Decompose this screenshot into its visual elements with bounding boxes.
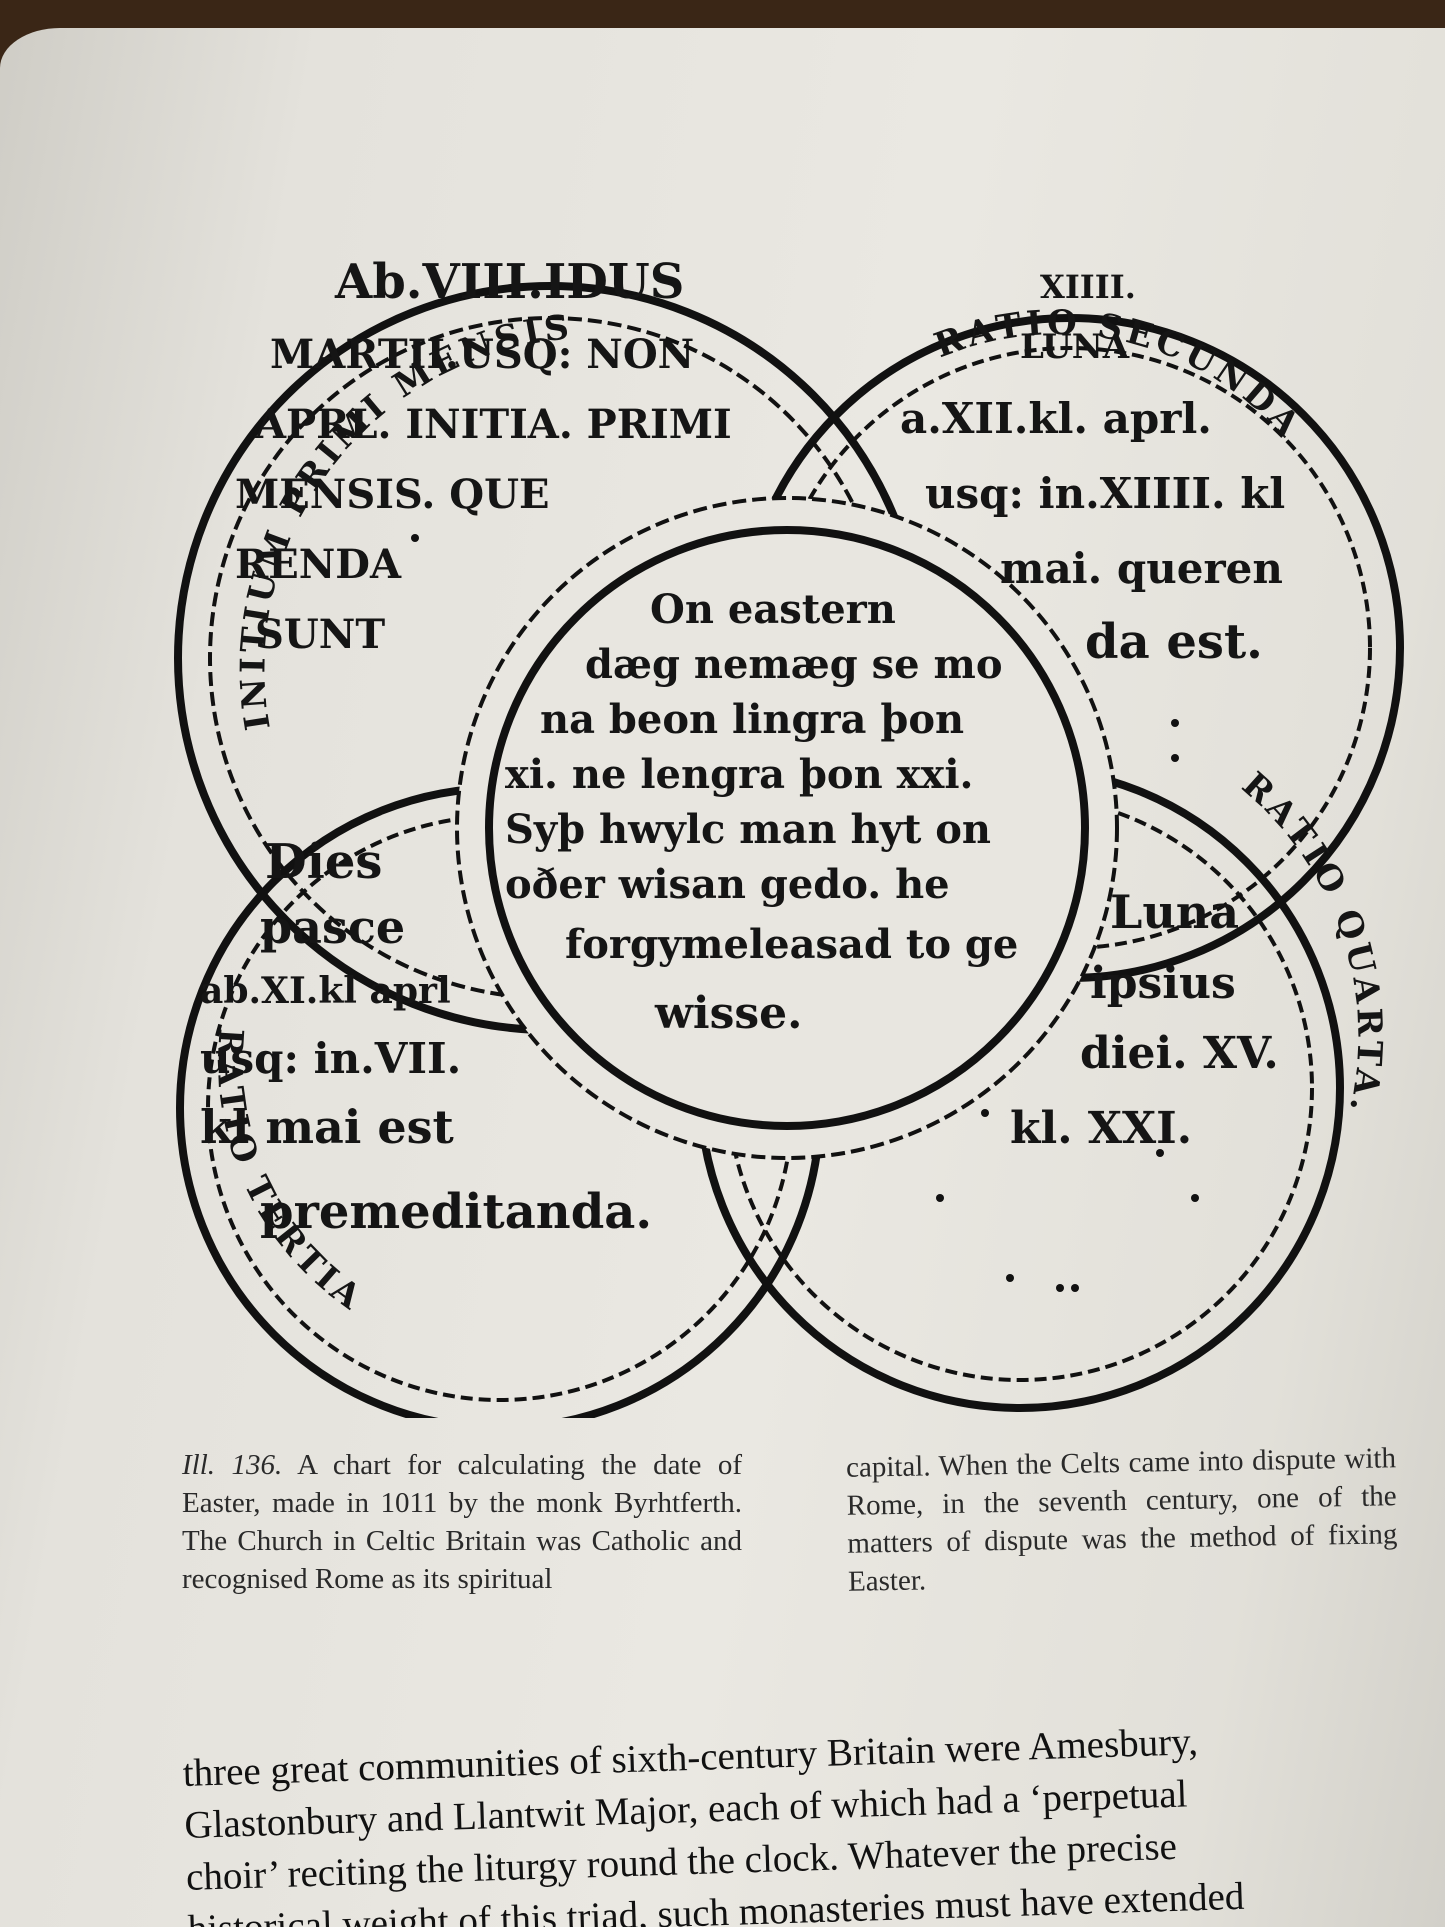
text-block-bottom-left: Dies pasce ab.XI.kl aprl usq: in.VII. kl… xyxy=(200,834,652,1240)
tr-line: da est. xyxy=(1085,614,1263,670)
tl-line: Ab.VIII.IDUS xyxy=(334,254,684,310)
figure-caption-right: capital. When the Celts came into disput… xyxy=(846,1439,1399,1601)
center-line: na beon lingra þon xyxy=(540,696,964,743)
tl-line: RENDA xyxy=(235,541,402,588)
br-line: diei. XV. xyxy=(1080,1028,1279,1079)
tr-line: usq: in.XIIII. kl xyxy=(925,469,1285,518)
bl-line: premeditanda. xyxy=(260,1184,652,1240)
figure-label: Ill. 136. xyxy=(182,1449,283,1481)
tr-line: LUNA xyxy=(1020,327,1130,367)
text-block-top-right: XIIII. LUNA a.XII.kl. aprl. usq: in.XIII… xyxy=(900,268,1285,670)
bl-line: usq: in.VII. xyxy=(200,1034,461,1083)
tl-line: MENSIS. QUE xyxy=(235,471,549,518)
center-line: xi. ne lengra þon xxi. xyxy=(505,751,973,798)
body-text: three great communities of sixth-century… xyxy=(182,1709,1418,1927)
decorative-dots xyxy=(411,534,1199,1292)
bl-line: Dies xyxy=(265,834,382,890)
tr-line: XIIII. xyxy=(1040,268,1136,306)
figure-caption-left: Ill. 136. A chart for calculating the da… xyxy=(182,1446,742,1598)
bl-line: kl mai est xyxy=(200,1100,454,1154)
text-block-bottom-right: Luna ipsius diei. XV. kl. XXI. xyxy=(1010,885,1279,1154)
caption-text-left: A chart for calculating the date of East… xyxy=(182,1449,742,1595)
easter-chart-diagram: INITIUM PRIMI MENSIS. RATIO SECUNDA RATI… xyxy=(160,168,1404,1418)
tr-line: a.XII.kl. aprl. xyxy=(900,394,1212,443)
tl-line: APRL. INITIA. PRIMI xyxy=(254,401,732,448)
center-line: Syþ hwylc man hyt on xyxy=(505,806,991,853)
center-line: forgymeleasad to ge xyxy=(565,921,1018,968)
bl-line: pasce xyxy=(260,900,405,954)
center-line: wisse. xyxy=(654,988,802,1039)
text-block-top-left: Ab.VIII.IDUS MARTII.USQ: NON APRL. INITI… xyxy=(235,254,732,658)
center-line: oðer wisan gedo. he xyxy=(505,861,950,908)
br-line: Luna xyxy=(1110,885,1239,939)
center-line: dæg nemæg se mo xyxy=(585,641,1003,688)
br-line: ipsius xyxy=(1090,958,1236,1009)
center-line: On eastern xyxy=(650,586,896,633)
tl-line: MARTII.USQ: NON xyxy=(270,331,694,378)
tr-line: mai. queren xyxy=(1000,544,1283,593)
br-line: kl. XXI. xyxy=(1010,1103,1192,1154)
bl-line: ab.XI.kl aprl xyxy=(200,970,451,1012)
book-page: INITIUM PRIMI MENSIS. RATIO SECUNDA RATI… xyxy=(0,28,1445,1927)
text-block-center: On eastern dæg nemæg se mo na beon lingr… xyxy=(505,586,1018,1039)
caption-text-right: capital. When the Celts came into disput… xyxy=(845,1442,1398,1598)
tl-line: SUNT xyxy=(255,611,385,658)
circle-center xyxy=(455,496,1119,1160)
